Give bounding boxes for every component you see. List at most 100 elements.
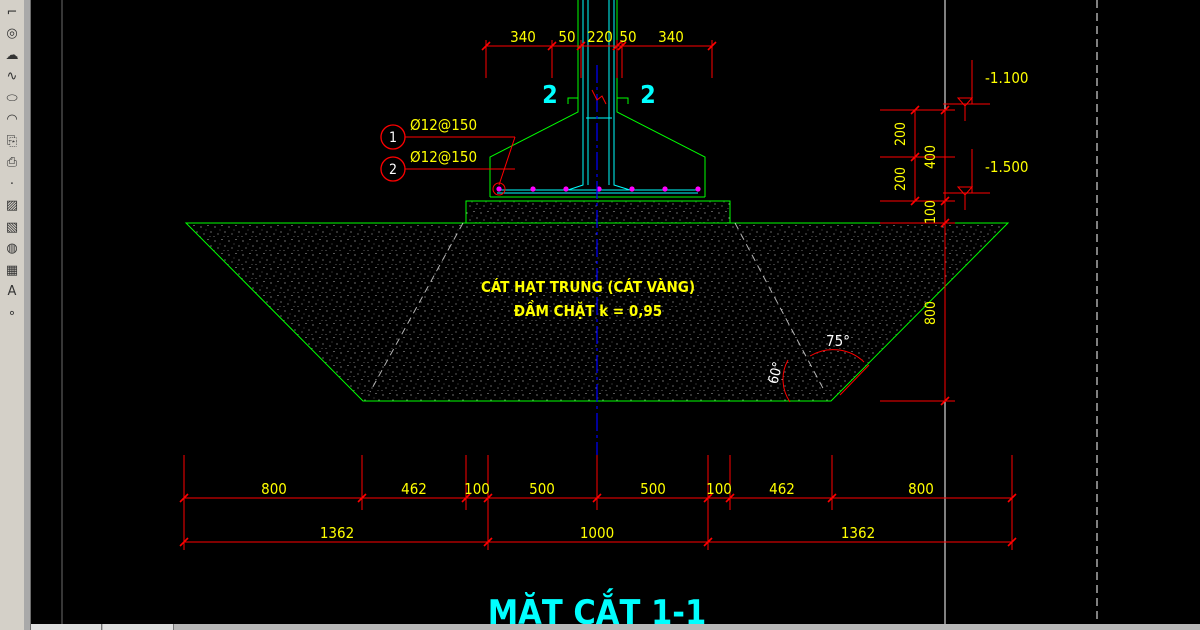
revcloud-tool-icon[interactable]: ☁ xyxy=(5,47,19,63)
bottom-dimension-text-row1: 462 xyxy=(769,480,795,498)
compaction-label: ĐẦM CHẶT k = 0,95 xyxy=(514,299,662,320)
rebar-callout-circle xyxy=(492,182,506,196)
ellipse-tool-icon[interactable]: ⬭ xyxy=(6,90,18,106)
bottom-dimension-text-row1: 100 xyxy=(464,480,490,498)
angle-text-60: 60° xyxy=(766,360,787,386)
bottom-dim-tick xyxy=(483,537,493,547)
bottom-dim-tick xyxy=(703,537,713,547)
table-tool-icon[interactable]: ▦ xyxy=(5,262,19,278)
section-label-2-right: 2 xyxy=(640,80,656,109)
polyline-tool-icon[interactable]: ⌐ xyxy=(6,4,18,20)
bottom-dim-tick xyxy=(1007,493,1017,503)
angle-text-75: 75° xyxy=(826,332,850,350)
toolbar-splitter[interactable] xyxy=(24,0,31,630)
bottom-dim-tick xyxy=(725,493,735,503)
insert-block-tool-icon[interactable]: ⎘ xyxy=(6,133,18,149)
angle-arc-75 xyxy=(809,349,865,363)
right-dimension-text: 200 xyxy=(893,167,909,191)
circle-tool-icon[interactable]: ◎ xyxy=(6,26,18,41)
bottom-dim-tick xyxy=(1007,537,1017,547)
layout-tab[interactable] xyxy=(103,624,174,630)
model-tab[interactable] xyxy=(31,624,102,630)
top-dimension-text: 220 xyxy=(587,28,613,46)
elevation-text: -1.500 xyxy=(985,158,1029,176)
bottom-dimension-text-row1: 800 xyxy=(261,480,287,498)
right-dimension-text: 800 xyxy=(923,301,939,325)
draw-toolbar: ⌐ ◎ ☁ ∿ ⬭ ◠ ⎘ ⎙ · ▨ ▧ ◍ ▦ A ∘ xyxy=(0,0,25,630)
rebar-leader-diagonal xyxy=(498,136,516,186)
top-dimension-tick xyxy=(576,41,586,51)
bottom-dim-tick xyxy=(357,493,367,503)
excavation-slope-line-right xyxy=(734,222,826,393)
rebar-dot xyxy=(530,186,536,192)
rebar-number-text: 2 xyxy=(389,162,397,178)
right-dim-tick xyxy=(910,196,920,206)
ellipse-arc-tool-icon[interactable]: ◠ xyxy=(6,112,18,127)
bottom-dimension-text-row1: 100 xyxy=(706,480,732,498)
section-label-2-left: 2 xyxy=(542,80,558,109)
lean-concrete-pad xyxy=(465,200,731,224)
right-dimension-text: 100 xyxy=(923,200,939,224)
section-mark-left xyxy=(567,97,578,104)
rebar-dot xyxy=(496,186,502,192)
rebar-dot xyxy=(563,186,569,192)
footing-outline-left xyxy=(489,0,579,197)
bottom-dim-tick xyxy=(179,493,189,503)
bottom-dim-tick xyxy=(179,537,189,547)
spline-tool-icon[interactable]: ∿ xyxy=(6,69,18,84)
right-dim-tick xyxy=(940,218,950,228)
bottom-dimension-text-row2: 1000 xyxy=(580,524,614,542)
elevation-triangle xyxy=(956,97,974,107)
elevation-text: -1.100 xyxy=(985,69,1029,87)
angle-leader xyxy=(839,364,870,396)
point-tool-icon[interactable]: · xyxy=(9,176,15,192)
rebar-dot xyxy=(662,186,668,192)
right-dim-tick xyxy=(940,196,950,206)
right-dim-tick xyxy=(940,396,950,406)
bottom-dim-tick xyxy=(483,493,493,503)
bottom-dimension-text-row1: 462 xyxy=(401,480,427,498)
hatch-tool-icon[interactable]: ▨ xyxy=(5,198,19,213)
top-dimension-text: 50 xyxy=(558,28,575,46)
bottom-dimension-text-row1: 500 xyxy=(529,480,555,498)
rebar-dot xyxy=(629,186,635,192)
rebar-spec-text: Ø12@150 xyxy=(410,116,477,134)
bottom-dim-tick xyxy=(592,493,602,503)
layout-tab-strip xyxy=(31,624,1200,630)
break-symbol xyxy=(591,89,607,105)
column-bar-hook-right xyxy=(613,170,631,191)
bottom-dimension-text-row2: 1362 xyxy=(841,524,875,542)
bottom-dimension-text-row1: 800 xyxy=(908,480,934,498)
right-dim-tick xyxy=(910,152,920,162)
excavation-slope-line-left xyxy=(369,222,464,393)
add-selected-tool-icon[interactable]: ∘ xyxy=(7,305,17,321)
top-dimension-tick xyxy=(481,41,491,51)
rebar-dot xyxy=(695,186,701,192)
right-dim-tick xyxy=(910,105,920,115)
make-block-tool-icon[interactable]: ⎙ xyxy=(6,155,18,170)
bottom-dimension-text-row2: 1362 xyxy=(320,524,354,542)
bottom-dim-tick xyxy=(461,493,471,503)
bottom-dimension-text-row1: 500 xyxy=(640,480,666,498)
rebar-dot xyxy=(596,186,602,192)
multiline-text-tool-icon[interactable]: A xyxy=(7,284,17,299)
top-dimension-text: 50 xyxy=(619,28,636,46)
top-dimension-tick xyxy=(547,41,557,51)
section-title: MẶT CẮT 1-1 xyxy=(488,588,707,630)
top-dimension-tick xyxy=(707,41,717,51)
top-dimension-text: 340 xyxy=(658,28,684,46)
gradient-tool-icon[interactable]: ▧ xyxy=(5,219,19,235)
rebar-spec-text: Ø12@150 xyxy=(410,148,477,166)
angle-arc-60 xyxy=(782,359,791,403)
rebar-number-text: 1 xyxy=(389,130,397,146)
right-dimension-text: 400 xyxy=(923,145,939,169)
column-bar-hook-left xyxy=(567,170,584,191)
bottom-dim-tick xyxy=(703,493,713,503)
top-dimension-tick xyxy=(617,41,627,51)
bottom-dim-tick xyxy=(827,493,837,503)
elevation-triangle xyxy=(956,186,974,196)
region-tool-icon[interactable]: ◍ xyxy=(6,241,18,256)
top-dimension-text: 340 xyxy=(510,28,536,46)
